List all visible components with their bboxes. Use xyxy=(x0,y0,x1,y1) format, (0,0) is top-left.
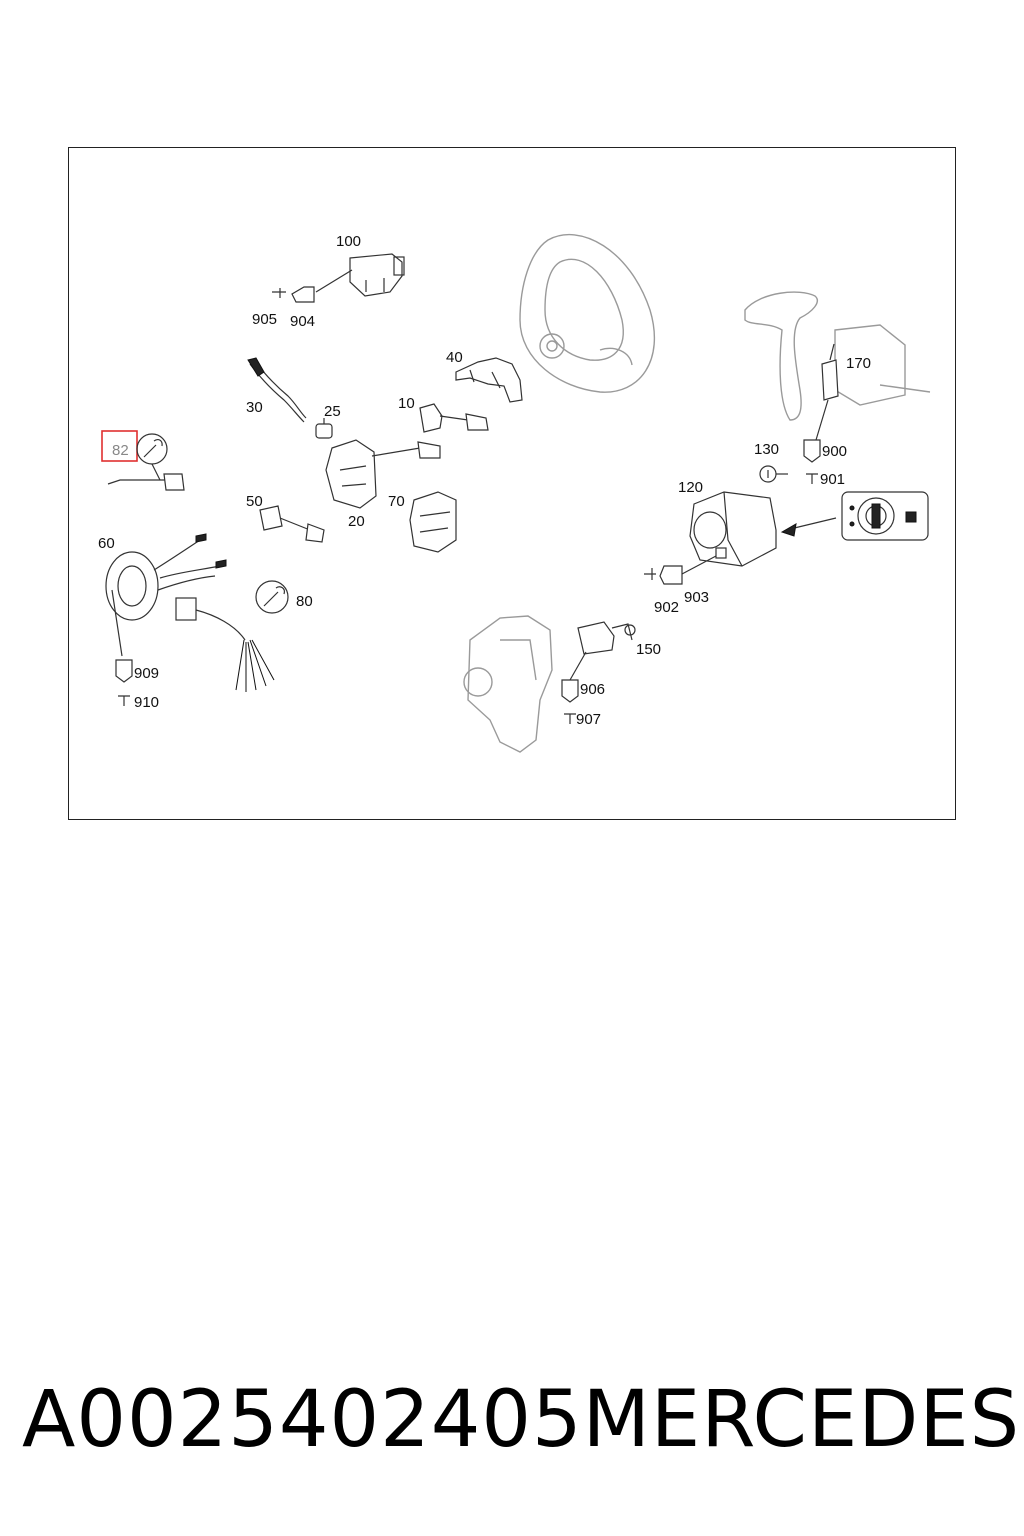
label-25: 25 xyxy=(324,403,341,420)
part-70-housing xyxy=(409,491,457,553)
part-25-bulb xyxy=(315,418,333,439)
label-907: 907 xyxy=(576,711,601,728)
part-30-stalk xyxy=(247,357,307,423)
label-100: 100 xyxy=(336,233,361,250)
part-150-sensor xyxy=(569,621,636,681)
label-60: 60 xyxy=(98,535,115,552)
footer: A0025402405 MERCEDES xyxy=(0,1370,1024,1470)
fastener-906-907 xyxy=(561,679,579,724)
part-100-connector xyxy=(272,253,405,303)
label-909: 909 xyxy=(134,665,159,682)
label-20: 20 xyxy=(348,513,365,530)
part-40-bracket xyxy=(455,357,523,403)
label-30: 30 xyxy=(246,399,263,416)
label-904: 904 xyxy=(290,313,315,330)
part-170-switch xyxy=(815,343,839,441)
fastener-900-901 xyxy=(803,439,821,484)
part-10-combination-switch xyxy=(419,403,489,433)
steering-lock-housing xyxy=(463,615,553,753)
part-number: A0025402405 xyxy=(22,1375,583,1465)
label-120: 120 xyxy=(678,479,703,496)
wrench-icon xyxy=(255,580,289,614)
label-901: 901 xyxy=(820,471,845,488)
fastener-902-903 xyxy=(644,547,727,585)
part-130-screw xyxy=(759,465,788,483)
part-20-switch-housing xyxy=(325,439,441,509)
label-130: 130 xyxy=(754,441,779,458)
label-70: 70 xyxy=(388,493,405,510)
label-10: 10 xyxy=(398,395,415,412)
label-903: 903 xyxy=(684,589,709,606)
part-80-harness xyxy=(175,580,289,692)
label-170: 170 xyxy=(846,355,871,372)
label-82: 82 xyxy=(112,442,129,459)
steering-wheel-airbag xyxy=(519,234,655,393)
label-902: 902 xyxy=(654,599,679,616)
fastener-909-910 xyxy=(115,659,133,706)
label-150: 150 xyxy=(636,641,661,658)
label-910: 910 xyxy=(134,694,159,711)
label-905: 905 xyxy=(252,311,277,328)
brand-name: MERCEDES xyxy=(582,1375,1021,1465)
part-60-clock-spring xyxy=(105,533,227,657)
light-switch-panel xyxy=(841,491,929,541)
diagram-frame xyxy=(68,147,956,820)
part-50-switch xyxy=(259,505,325,543)
label-80: 80 xyxy=(296,593,313,610)
label-900: 900 xyxy=(822,443,847,460)
part-120-light-switch-module xyxy=(689,491,837,567)
steering-column xyxy=(744,291,931,421)
label-40: 40 xyxy=(446,349,463,366)
label-50: 50 xyxy=(246,493,263,510)
label-906: 906 xyxy=(580,681,605,698)
part-82-wiring xyxy=(101,430,185,491)
